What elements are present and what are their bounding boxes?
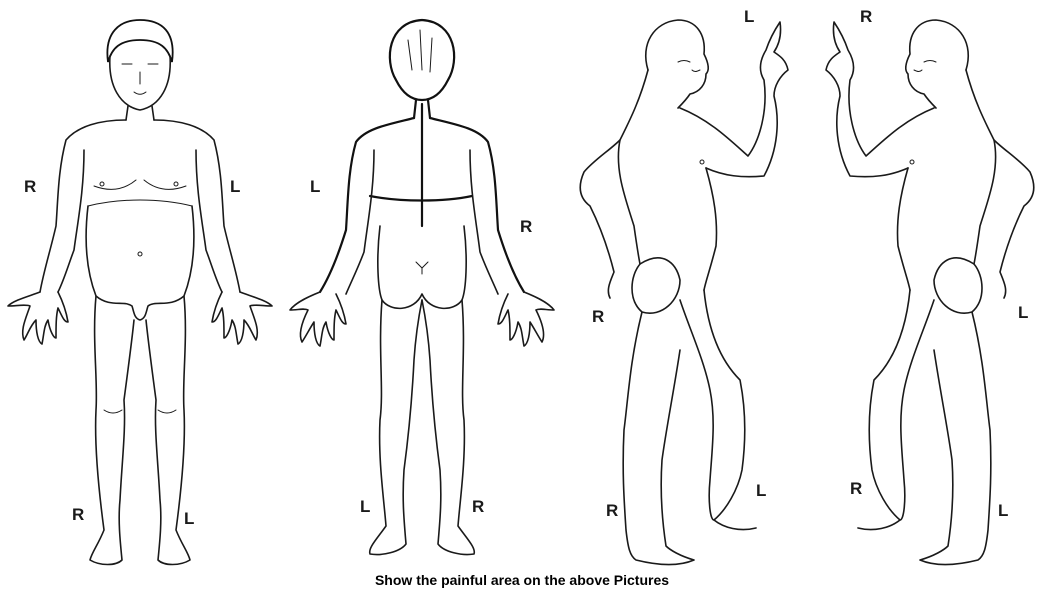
back-left-side-label: L [310,178,320,195]
instruction-caption: Show the painful area on the above Pictu… [0,572,1044,588]
back-body-figure[interactable]: L R L R [280,0,570,570]
back-right-foot-label: R [472,498,484,515]
side-left-hip-label: R [592,308,604,325]
front-left-foot-label: L [184,510,194,527]
front-right-side-label: R [24,178,36,195]
side-right-hip-label: L [1018,304,1028,321]
side-right-hand-label: R [860,8,872,25]
back-right-side-label: R [520,218,532,235]
back-left-foot-label: L [360,498,370,515]
right-side-body-figure[interactable]: R L R L [810,0,1044,570]
front-right-foot-label: R [72,506,84,523]
front-body-figure[interactable]: R L R L [0,0,280,570]
side-right-near-foot-label: R [850,480,862,497]
side-right-far-foot-label: L [998,502,1008,519]
left-side-body-figure[interactable]: L R L R [570,0,810,570]
side-left-near-foot-label: L [756,482,766,499]
front-left-side-label: L [230,178,240,195]
side-left-far-foot-label: R [606,502,618,519]
side-left-hand-label: L [744,8,754,25]
